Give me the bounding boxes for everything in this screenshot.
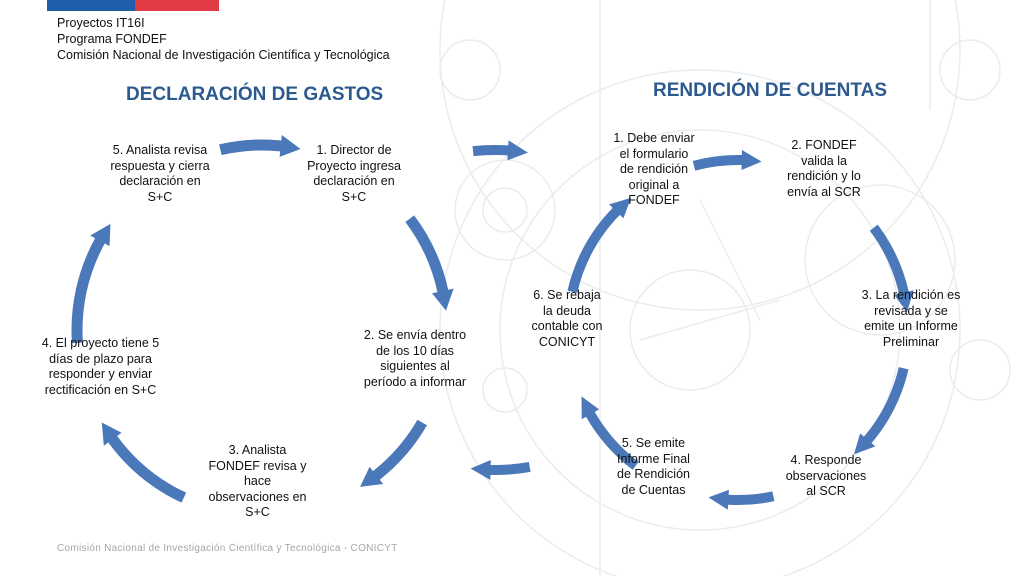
flag-blue-bar	[47, 0, 135, 11]
left-arrow-1-to-2	[405, 215, 454, 311]
bridge-arrow-top	[472, 140, 528, 161]
right-arrow-5-to-6	[581, 396, 639, 470]
left-arrow-3-to-4	[101, 422, 187, 503]
right-step-5: 5. Se emite Informe Final de Rendición d…	[617, 436, 690, 497]
right-arrow-6-to-1	[567, 197, 632, 293]
right-arrow-2-to-3	[869, 224, 914, 313]
right-step-6: 6. Se rebaja la deuda contable con CONIC…	[531, 288, 603, 349]
left-arrow-4-to-5	[71, 223, 111, 344]
left-arrow-5-to-1	[219, 135, 301, 157]
right-arrow-1-to-2	[692, 150, 762, 171]
header-line-3: Comisión Nacional de Investigación Cient…	[57, 48, 390, 62]
left-arrow-2-to-3	[360, 419, 427, 487]
left-step-5: 5. Analista revisa respuesta y cierra de…	[110, 143, 210, 204]
header-line-1: Proyectos IT16I	[57, 16, 145, 30]
bridge-arrow-bottom	[470, 459, 531, 480]
flag-red-bar	[135, 0, 219, 11]
left-step-2: 2. Se envía dentro de los 10 días siguie…	[363, 328, 467, 389]
left-cycle-title: DECLARACIÓN DE GASTOS	[126, 84, 384, 105]
right-step-1: 1. Debe enviar el formulario de rendició…	[613, 131, 695, 207]
right-cycle-title: RENDICIÓN DE CUENTAS	[653, 80, 887, 101]
right-arrow-4-to-5	[708, 489, 775, 510]
right-step-4: 4. Responde observaciones al SCR	[785, 453, 867, 498]
left-step-1: 1. Director de Proyecto ingresa declarac…	[307, 143, 401, 204]
left-step-4: 4. El proyecto tiene 5 días de plazo par…	[41, 336, 160, 397]
footer-text: Comisión Nacional de Investigación Cient…	[57, 543, 398, 554]
left-step-3: 3. Analista FONDEF revisa y hace observa…	[208, 443, 307, 519]
right-arrow-3-to-4	[853, 367, 909, 455]
header-line-2: Programa FONDEF	[57, 32, 167, 46]
right-step-2: 2. FONDEF valida la rendición y lo envía…	[787, 138, 861, 199]
right-step-3: 3. La rendición es revisada y se emite u…	[861, 288, 961, 349]
